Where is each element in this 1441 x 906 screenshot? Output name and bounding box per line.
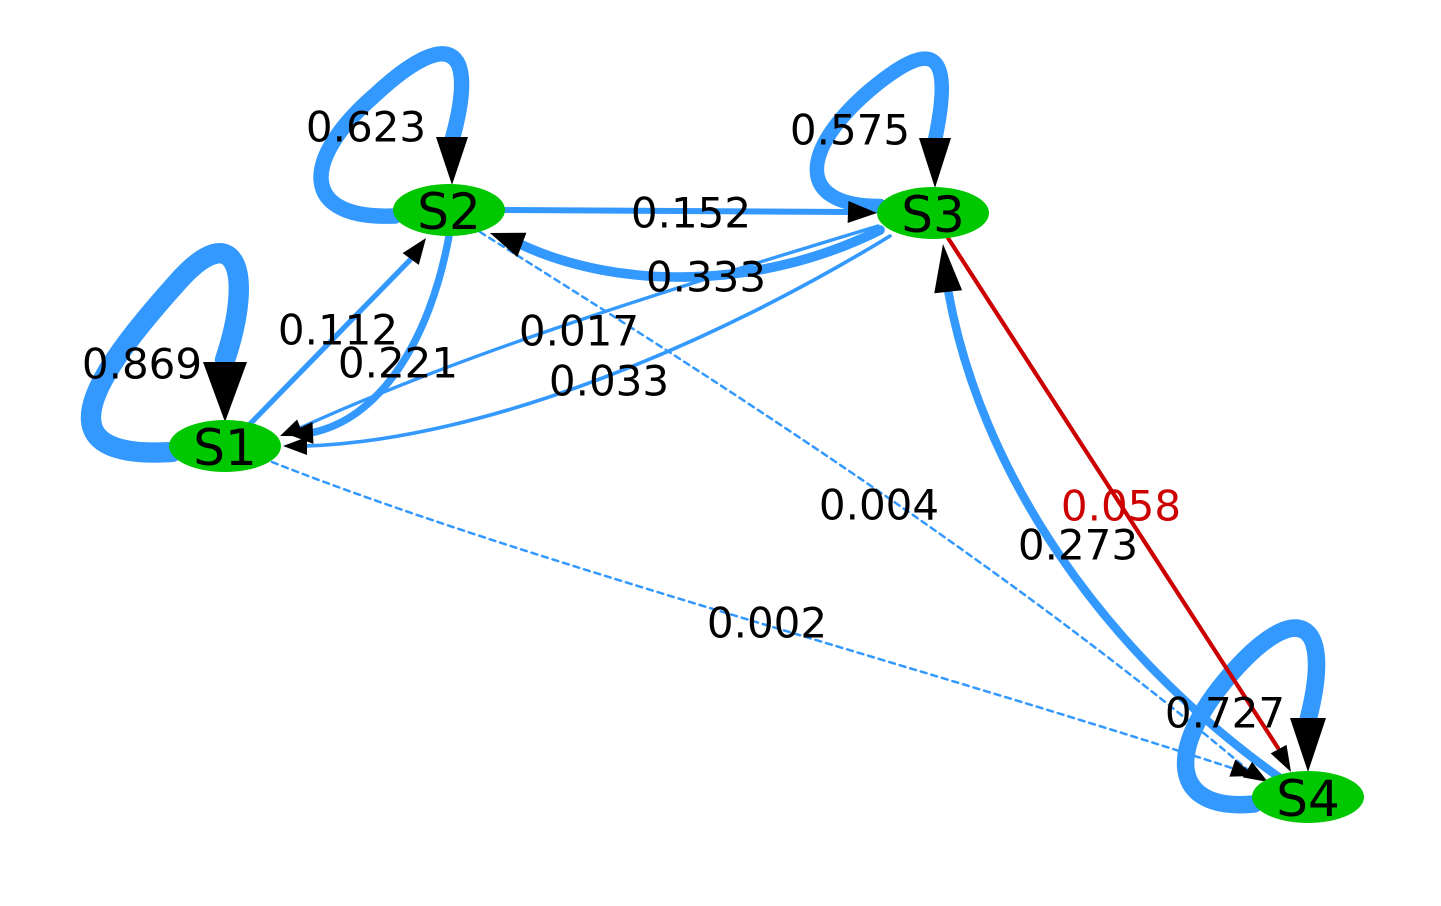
arrowhead-s1-s4 (1229, 759, 1255, 777)
edge-s1-s4 (270, 460, 1234, 770)
edge-label-s2-s4: 0.004 (819, 481, 939, 530)
edge-label-s3-s4: 0.058 (1061, 482, 1181, 531)
node-ellipse (877, 187, 989, 239)
edge-label-s1-s1: 0.869 (82, 340, 202, 389)
edge-s3-s1b (303, 234, 892, 448)
edge-label-s2-s2: 0.623 (306, 103, 426, 152)
node-label: S3 (901, 186, 965, 244)
edge-label-s3-s1b: 0.033 (549, 357, 669, 406)
edge-label-s1-s4: 0.002 (707, 599, 827, 648)
edge-label-s4-s3: 0.273 (1018, 521, 1138, 570)
edge-label-s1-s2: 0.112 (278, 306, 398, 355)
node-s1: S1 (169, 419, 281, 477)
arrowhead-s3-s4 (1270, 744, 1291, 772)
arrowhead-s1-s1 (203, 362, 247, 422)
edge-label-s3-s3: 0.575 (790, 106, 910, 155)
arrowhead-s3-s1a (280, 419, 304, 437)
edge-s4-s3 (943, 285, 1285, 783)
node-s4: S4 (1252, 770, 1364, 828)
arrowhead-s2-s3 (847, 201, 877, 223)
node-label: S1 (193, 419, 257, 477)
edge-s2-s4 (478, 230, 1250, 772)
node-ellipse (393, 184, 505, 236)
arrowhead-s4-s4 (1290, 718, 1326, 772)
edge-s1-s2 (245, 257, 413, 429)
arrowhead-s3-s2 (490, 232, 527, 258)
node-ellipse (1252, 771, 1364, 823)
arrowhead-s4-s3 (934, 244, 963, 294)
arrowhead-s3-s1b (283, 437, 307, 455)
edge-label-s3-s1a: 0.017 (519, 307, 639, 356)
edge-label-s2-s1: 0.221 (338, 339, 458, 388)
edge-label-s2-s3: 0.152 (631, 189, 751, 238)
edge-s3-s1a (298, 224, 880, 430)
edge-s3-s3 (809, 51, 949, 214)
arrowhead-s2-s4 (1242, 761, 1268, 782)
edge-s2-s1 (306, 232, 453, 437)
arrowhead-s3-s3 (919, 138, 951, 188)
edge-s1-s1 (80, 243, 249, 463)
edge-s3-s4 (945, 235, 1281, 751)
arrowhead-s2-s2 (436, 137, 468, 185)
node-ellipse (169, 420, 281, 472)
node-label: S4 (1276, 770, 1340, 828)
node-s3: S3 (877, 186, 989, 244)
edges-layer (80, 46, 1326, 814)
edge-s2-s2 (313, 46, 470, 224)
arrowhead-s1-s2 (402, 238, 426, 265)
edge-label-s4-s4: 0.727 (1165, 689, 1285, 738)
node-s2: S2 (393, 183, 505, 241)
edge-s2-s3 (501, 206, 852, 216)
edge-label-s3-s2: 0.333 (646, 253, 766, 302)
edge-s3-s2 (517, 225, 885, 282)
node-label: S2 (417, 183, 481, 241)
